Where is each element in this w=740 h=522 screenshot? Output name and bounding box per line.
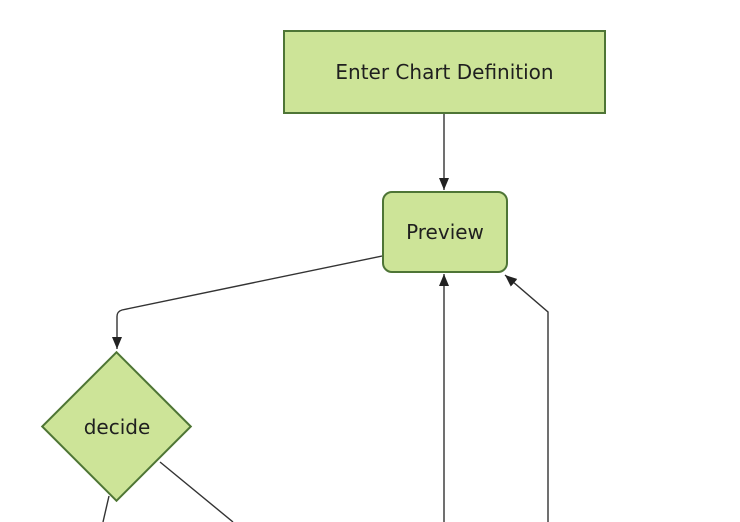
- edge-decide-to-bottom-left: [102, 495, 110, 522]
- node-decide-label: decide: [83, 415, 151, 439]
- node-preview: Preview: [382, 191, 508, 273]
- edge-preview-to-decide: [112, 255, 383, 349]
- edge-bottom-right-to-preview: [504, 274, 549, 522]
- node-preview-label: Preview: [406, 220, 484, 244]
- node-enter-chart-definition-label: Enter Chart Definition: [335, 60, 554, 84]
- node-decide: decide: [47, 414, 187, 440]
- node-enter-chart-definition: Enter Chart Definition: [283, 30, 606, 114]
- edge-decide-to-bottom-right: [159, 461, 234, 522]
